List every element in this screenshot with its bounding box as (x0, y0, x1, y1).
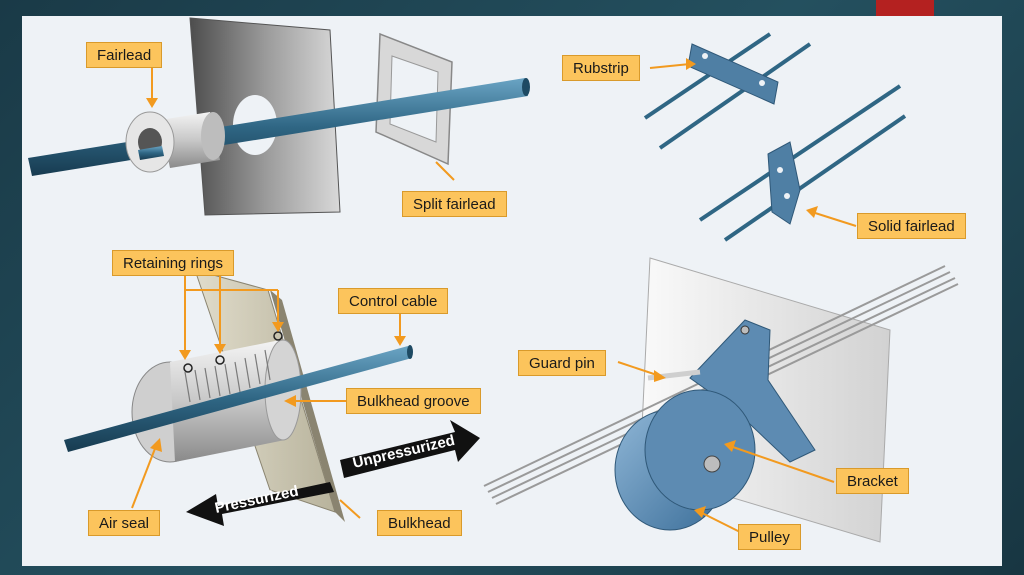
air-seal-label: Air seal (88, 510, 161, 536)
unpressurized-text: Unpressurized (351, 432, 456, 472)
pulley-illustration (483, 257, 959, 543)
retaining-rings-label: Retaining rings (112, 250, 235, 276)
bulkhead-label: Bulkhead (377, 510, 462, 536)
fairlead-label: Fairlead (86, 42, 163, 68)
guard-pin-label: Guard pin (518, 350, 606, 376)
rubstrip-illustration (643, 32, 812, 150)
rubstrip-label: Rubstrip (562, 55, 640, 81)
pressurized-text: Pressurized (213, 483, 300, 517)
solid-fairlead-illustration (698, 84, 907, 242)
bulkhead-groove-label: Bulkhead groove (346, 388, 481, 414)
control-cable-label: Control cable (338, 288, 449, 314)
accent-tab (876, 0, 934, 16)
pulley-label: Pulley (738, 524, 801, 550)
leader-lines (131, 58, 857, 533)
bracket-label: Bracket (836, 468, 909, 494)
fairlead-illustration (28, 17, 530, 216)
split-fairlead-label: Split fairlead (402, 191, 507, 217)
pressure-seal-illustration: Unpressurized Pressurized (64, 269, 480, 526)
solid-fairlead-label: Solid fairlead (857, 213, 966, 239)
